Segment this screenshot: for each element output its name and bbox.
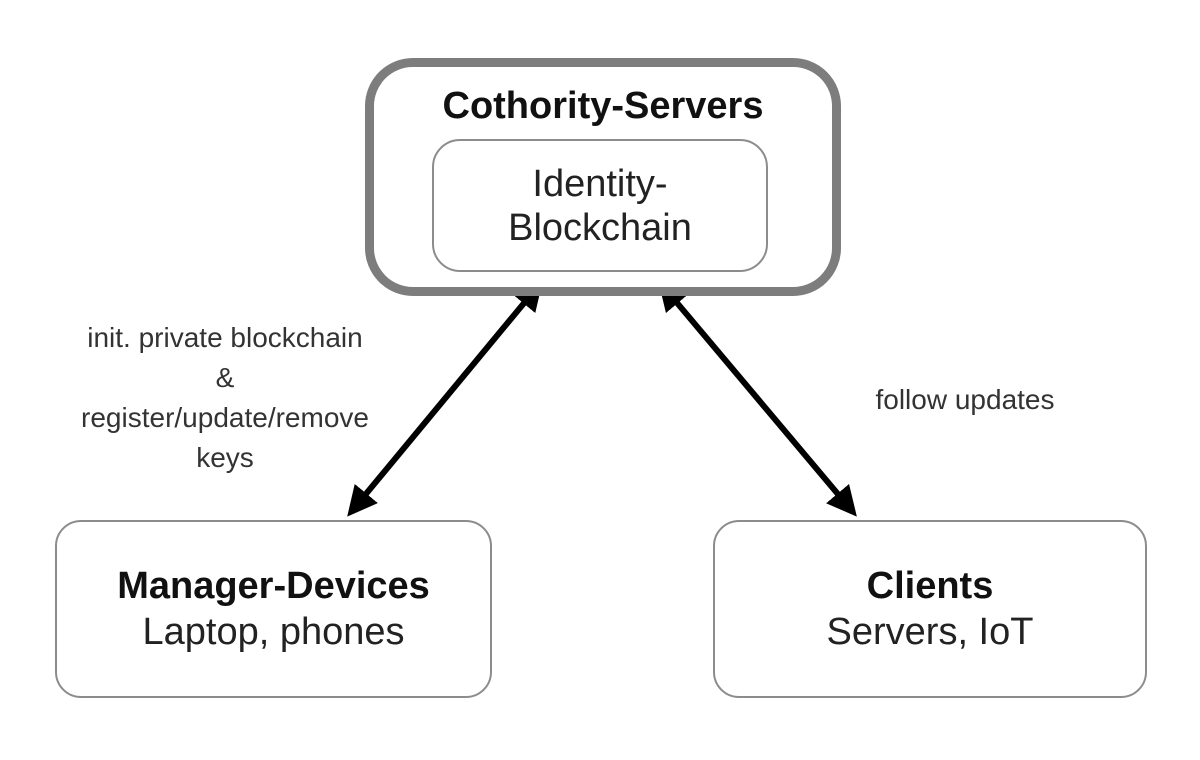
manager-devices-node: Manager-Devices Laptop, phones	[55, 520, 492, 698]
manager-devices-subtitle: Laptop, phones	[142, 611, 405, 653]
edge-label-line: keys	[196, 442, 254, 473]
identity-blockchain-label-line2: Blockchain	[508, 206, 692, 249]
clients-node: Clients Servers, IoT	[713, 520, 1147, 698]
clients-title: Clients	[866, 565, 994, 607]
manager-edge-label: init. private blockchain & register/upda…	[20, 318, 430, 478]
edge-label-line: register/update/remove	[81, 402, 369, 433]
identity-blockchain-node: Identity- Blockchain	[432, 139, 768, 272]
arrow-manager-servers	[347, 280, 543, 517]
clients-edge-label: follow updates	[820, 380, 1110, 420]
clients-subtitle: Servers, IoT	[826, 611, 1034, 653]
manager-devices-title: Manager-Devices	[117, 565, 430, 607]
edge-label-line: init. private blockchain	[87, 322, 363, 353]
identity-blockchain-label-line1: Identity-	[532, 162, 668, 205]
arrow-clients-servers	[658, 280, 857, 517]
edge-label-line: &	[215, 362, 235, 393]
edge-label-line: follow updates	[875, 384, 1055, 415]
cothority-servers-title: Cothority-Servers	[442, 85, 764, 127]
